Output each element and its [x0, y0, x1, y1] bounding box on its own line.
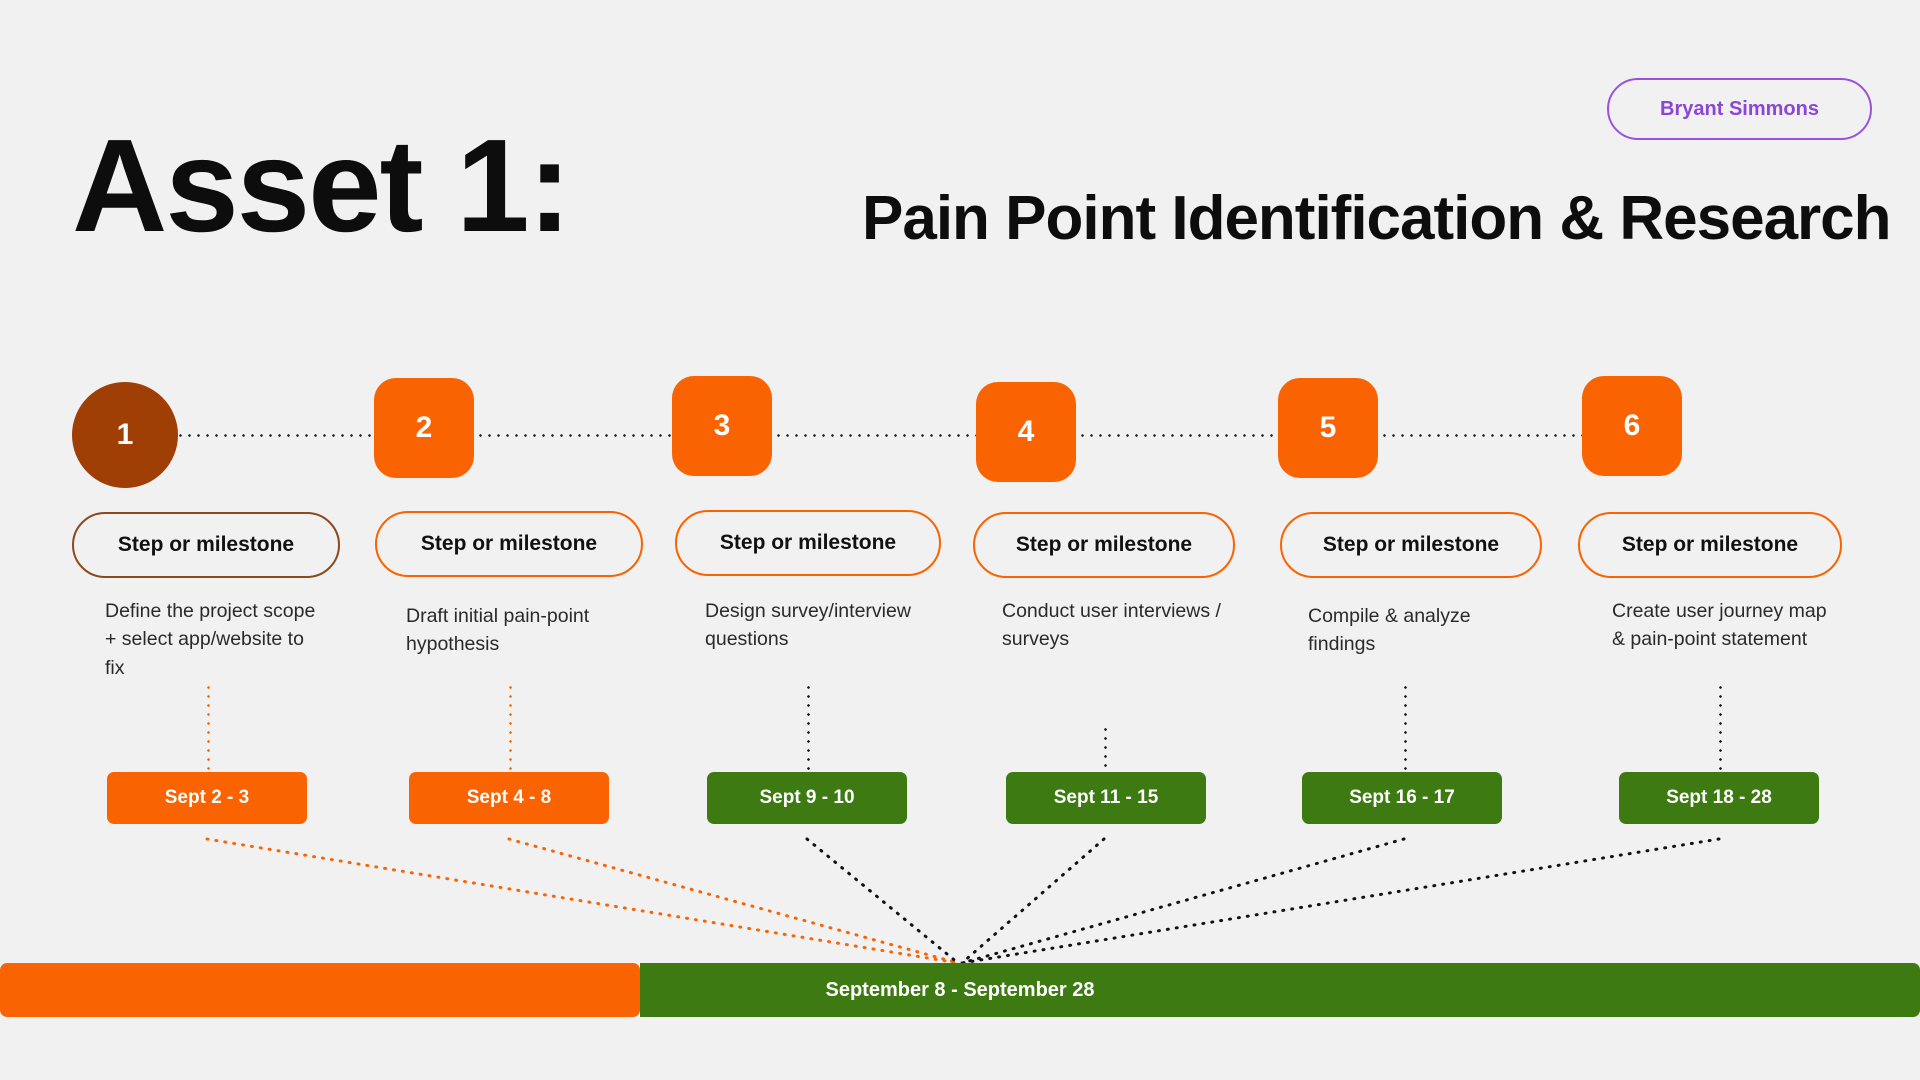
milestone-pill-4[interactable]: Step or milestone — [973, 512, 1235, 578]
step-number-6: 6 — [1623, 409, 1641, 442]
date-pill-5[interactable]: Sept 16 - 17 — [1302, 772, 1502, 824]
step-description-2: Draft initial pain-point hypothesis — [406, 605, 590, 656]
step-number-4: 4 — [1017, 415, 1035, 448]
step-node-5[interactable]: 5 — [1278, 378, 1378, 478]
fan-line-3 — [805, 837, 960, 965]
fan-line-1 — [205, 837, 960, 965]
step-description-6: Create user journey map & pain-point sta… — [1612, 600, 1827, 651]
connector-1-2 — [176, 434, 374, 437]
date-label-2: Sept 4 - 8 — [466, 787, 552, 808]
summary-bar[interactable] — [0, 963, 1920, 1017]
date-label-4: Sept 11 - 15 — [1053, 787, 1159, 808]
milestone-label-4: Step or milestone — [1015, 533, 1193, 556]
date-leader-5 — [1404, 683, 1407, 771]
date-leader-4 — [1104, 725, 1107, 771]
connector-4-5 — [1078, 434, 1278, 437]
page-subtitle: Pain Point Identification & Research — [862, 184, 1892, 253]
date-pill-4[interactable]: Sept 11 - 15 — [1006, 772, 1206, 824]
date-pill-2[interactable]: Sept 4 - 8 — [409, 772, 609, 824]
step-number-1: 1 — [116, 418, 134, 451]
leader-line-fan — [205, 837, 1721, 965]
step-description-3: Design survey/interview questions — [705, 600, 911, 651]
step-description-1: Define the project scope + select app/we… — [105, 600, 316, 679]
connector-3-4 — [774, 434, 976, 437]
author-badge[interactable]: Bryant Simmons — [1607, 78, 1872, 140]
page-title: Asset 1: — [72, 112, 572, 259]
step-node-1[interactable]: 1 — [72, 382, 178, 488]
step-number-3: 3 — [713, 409, 731, 442]
milestone-pill-5[interactable]: Step or milestone — [1280, 512, 1542, 578]
date-label-3: Sept 9 - 10 — [759, 787, 855, 808]
date-leader-1 — [207, 683, 210, 771]
step-description-4: Conduct user interviews / surveys — [1002, 600, 1221, 651]
fan-line-2 — [507, 837, 960, 965]
date-pill-1[interactable]: Sept 2 - 3 — [107, 772, 307, 824]
date-leader-2 — [509, 683, 512, 771]
date-leader-3 — [807, 683, 810, 771]
date-leader-6 — [1719, 683, 1722, 771]
step-number-5: 5 — [1319, 411, 1337, 444]
step-node-6[interactable]: 6 — [1582, 376, 1682, 476]
milestone-pill-6[interactable]: Step or milestone — [1578, 512, 1842, 578]
date-label-6: Sept 18 - 28 — [1666, 787, 1772, 808]
fan-line-4 — [960, 837, 1106, 965]
date-pill-3[interactable]: Sept 9 - 10 — [707, 772, 907, 824]
step-node-4[interactable]: 4 — [976, 382, 1076, 482]
step-node-3[interactable]: 3 — [672, 376, 772, 476]
date-pill-6[interactable]: Sept 18 - 28 — [1619, 772, 1819, 824]
date-label-5: Sept 16 - 17 — [1349, 787, 1455, 808]
summary-bar-segment-orange — [0, 963, 640, 1017]
date-label-1: Sept 2 - 3 — [164, 787, 250, 808]
milestone-pill-3[interactable]: Step or milestone — [675, 510, 941, 576]
milestone-label-3: Step or milestone — [719, 531, 897, 554]
title-row: Asset 1: Pain Point Identification & Res… — [72, 112, 1892, 280]
milestone-pill-2[interactable]: Step or milestone — [375, 511, 643, 577]
fan-line-6 — [960, 837, 1721, 965]
summary-bar-segment-green — [640, 963, 1920, 1017]
milestone-label-6: Step or milestone — [1621, 533, 1799, 556]
milestone-label-5: Step or milestone — [1322, 533, 1500, 556]
connector-2-3 — [476, 434, 672, 437]
step-number-2: 2 — [415, 411, 433, 444]
milestone-label-1: Step or milestone — [117, 533, 295, 556]
step-node-2[interactable]: 2 — [374, 378, 474, 478]
milestone-label-2: Step or milestone — [420, 532, 598, 555]
connector-5-6 — [1380, 434, 1582, 437]
step-description-5: Compile & analyze findings — [1308, 605, 1471, 656]
milestone-pill-1[interactable]: Step or milestone — [72, 512, 340, 578]
